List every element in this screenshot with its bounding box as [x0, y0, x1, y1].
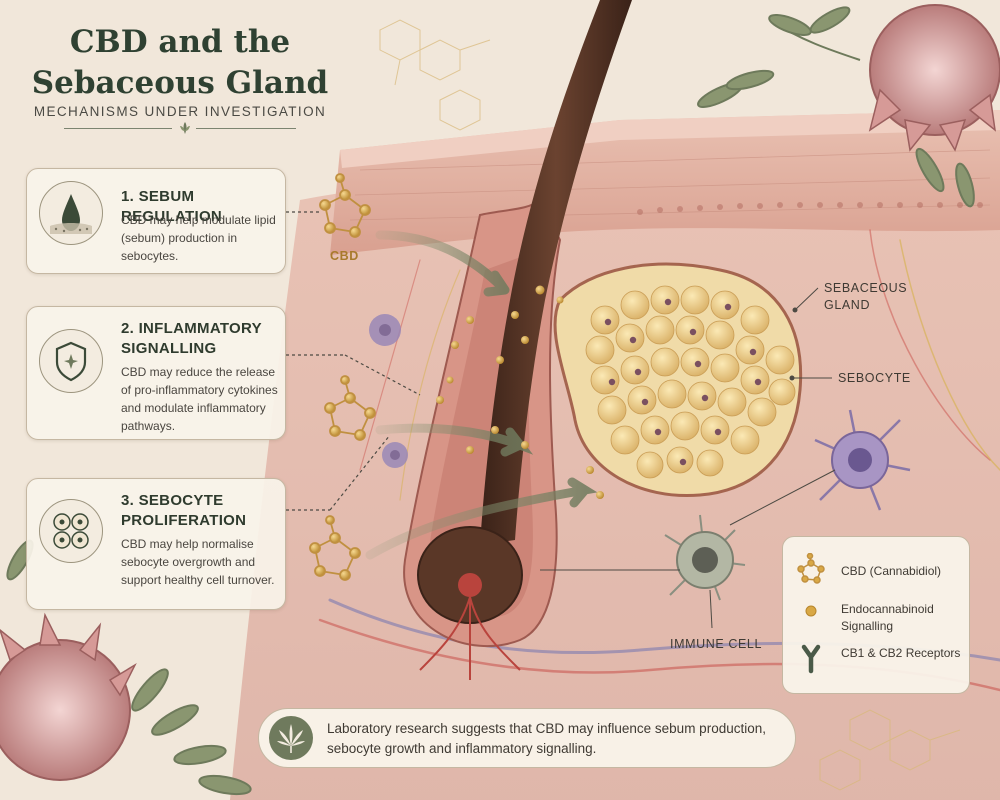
- page-subtitle: MECHANISMS UNDER INVESTIGATION: [33, 104, 327, 119]
- mechanism-title: 2. INFLAMMATORY SIGNALLING: [121, 320, 262, 357]
- legend-label: CB1 & CB2 Receptors: [841, 646, 961, 660]
- research-note: Laboratory research suggests that CBD ma…: [258, 708, 796, 768]
- signalling-dots: [436, 285, 604, 499]
- mechanism-description: CBD may help modulate lipid (sebum) prod…: [121, 213, 276, 263]
- cbd-molecule-2: [324, 375, 376, 441]
- subtitle-divider-right: [196, 128, 296, 129]
- label-sebocyte: SEBOCYTE: [838, 371, 911, 385]
- connector-2b: [344, 354, 421, 396]
- page-title: CBD and the Sebaceous Gland: [30, 22, 330, 104]
- leader-dendritic: [729, 469, 836, 526]
- legend-item-receptors: CB1 & CB2 Receptors: [783, 643, 969, 683]
- legend-label: CBD (Cannabidiol): [841, 564, 942, 578]
- cbd-molecule-3: [309, 515, 361, 581]
- leaf-ornament-icon: [180, 122, 190, 134]
- sebocyte-cluster: [585, 285, 796, 479]
- subtitle-divider-left: [64, 128, 172, 129]
- legend: CBD (Cannabidiol) Endocannabinoid Signal…: [782, 536, 970, 694]
- sebum-droplet-icon: [39, 181, 103, 245]
- leader-immune: [709, 589, 713, 629]
- protea-flower-bottom-left: [0, 539, 252, 796]
- arrow-to-gland: [365, 477, 598, 560]
- research-note-text: Laboratory research suggests that CBD ma…: [327, 721, 766, 756]
- protea-flower-top-right: [697, 4, 1000, 208]
- legend-item-cbd: CBD (Cannabidiol): [783, 553, 969, 593]
- cell-cluster-icon: [39, 499, 103, 563]
- title-line-1: CBD and the: [69, 24, 291, 60]
- connector-3b: [329, 434, 391, 511]
- mechanism-card-inflammatory-signalling: 2. INFLAMMATORY SIGNALLING CBD may reduc…: [26, 306, 286, 440]
- legend-item-endocannabinoid: Endocannabinoid Signalling: [783, 599, 969, 639]
- arrow-to-follicle: [375, 230, 510, 297]
- title-line-2: Sebaceous Gland: [31, 65, 329, 101]
- immune-cell-illustration: [664, 514, 746, 601]
- cannabis-leaf-icon: [269, 716, 313, 760]
- label-immune-cell: IMMUNE CELL: [670, 637, 763, 651]
- hair-shaft: [480, 0, 632, 545]
- shield-icon: [39, 329, 103, 393]
- leader-sebaceous: [794, 287, 819, 311]
- legend-label: Endocannabinoid Signalling: [841, 602, 934, 633]
- label-cbd: CBD: [330, 249, 359, 263]
- receptor-icon: [801, 644, 821, 674]
- cbd-molecule-icon: [797, 553, 825, 584]
- dendritic-cell-illustration: [814, 409, 911, 511]
- mechanism-card-sebum-regulation: 1. SEBUM REGULATION CBD may help modulat…: [26, 168, 286, 274]
- signalling-dot-icon: [805, 605, 817, 617]
- background-molecule-sketches: [379, 19, 961, 791]
- mechanism-title: 3. SEBOCYTE PROLIFERATION: [121, 492, 247, 529]
- mechanism-card-sebocyte-proliferation: 3. SEBOCYTE PROLIFERATION CBD may help n…: [26, 478, 286, 610]
- cbd-molecule-1: [319, 173, 371, 238]
- mechanism-description: CBD may reduce the release of pro-inflam…: [121, 365, 278, 433]
- label-sebaceous-gland: SEBACEOUS GLAND: [824, 281, 908, 312]
- arrow-to-sebum: [375, 423, 534, 457]
- mechanism-description: CBD may help normalise sebocyte overgrow…: [121, 537, 275, 587]
- purple-cell-left: [369, 314, 408, 468]
- mechanism-title: 1. SEBUM REGULATION: [121, 188, 223, 225]
